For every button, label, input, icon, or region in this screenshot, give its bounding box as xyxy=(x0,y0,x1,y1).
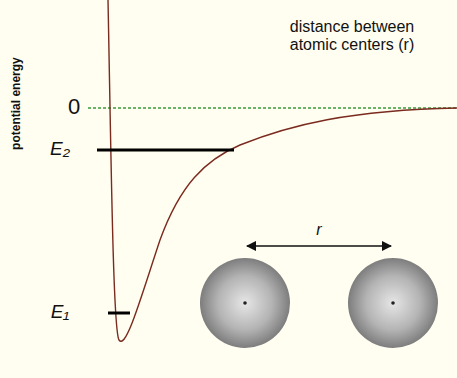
atom-center xyxy=(391,301,395,305)
distance-arrow xyxy=(247,245,391,247)
energy-level xyxy=(108,312,130,315)
energy-label: E₁ xyxy=(51,302,70,323)
atom-center xyxy=(243,301,247,305)
atom-sphere xyxy=(200,258,290,348)
zero-value: 0 xyxy=(68,95,80,119)
energy-level xyxy=(97,149,234,152)
axis-label: potential energy xyxy=(9,58,22,151)
zero-line xyxy=(88,107,457,109)
distance-symbol: r xyxy=(316,221,321,239)
energy-label: E₂ xyxy=(50,139,70,160)
atom-sphere xyxy=(348,258,438,348)
axis-label: distance between atomic centers (r) xyxy=(277,18,427,53)
